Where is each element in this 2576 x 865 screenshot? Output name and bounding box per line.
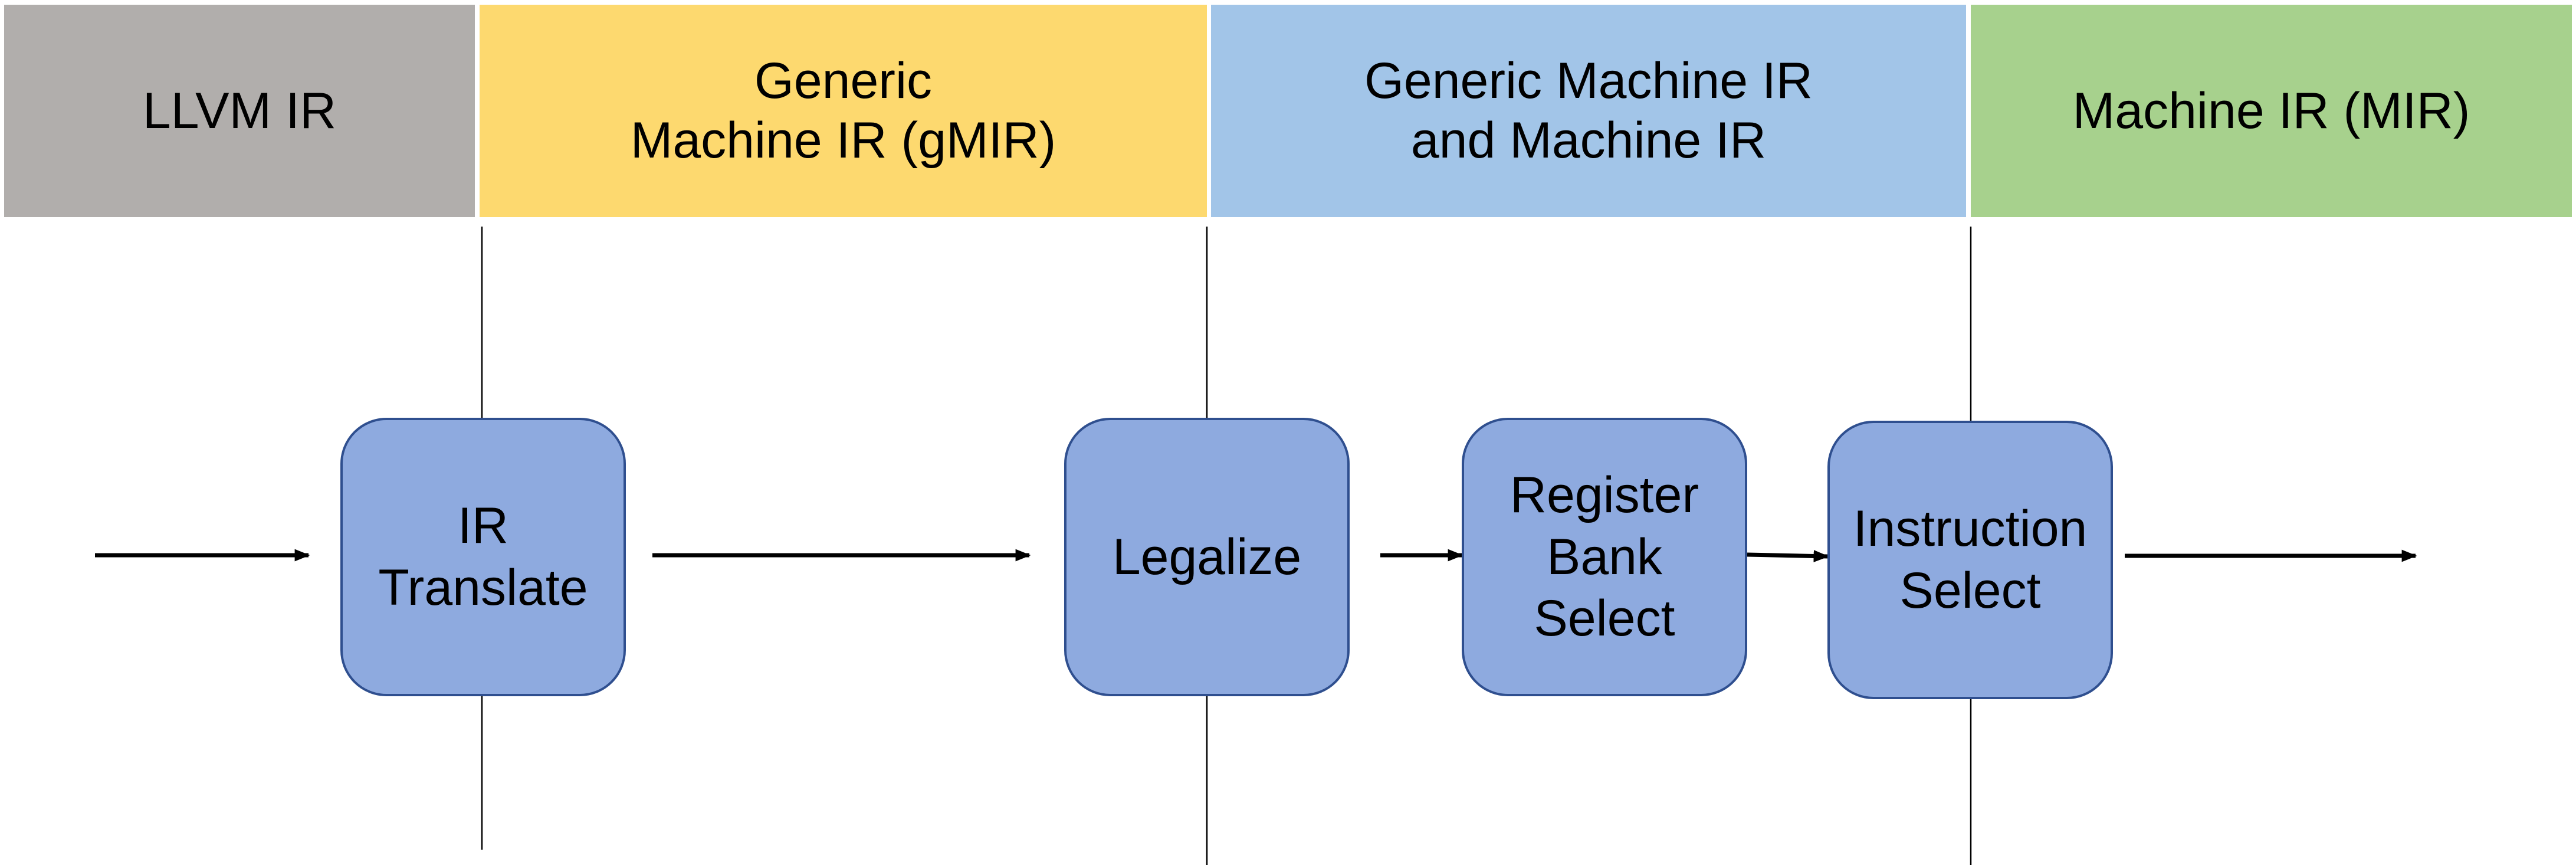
node-legalize: Legalize	[1064, 418, 1350, 696]
band-llvm-ir: LLVM IR	[4, 5, 475, 217]
node-ir-translate: IR Translate	[340, 418, 626, 696]
node-instruction-select: Instruction Select	[1827, 421, 2113, 699]
band-generic-and-machine-ir: Generic Machine IR and Machine IR	[1211, 5, 1966, 217]
band-generic-machine-ir: Generic Machine IR (gMIR)	[480, 5, 1207, 217]
arrow-regbank-to-instrselect	[1747, 550, 1829, 562]
node-register-bank-select: Register Bank Select	[1462, 418, 1747, 696]
band-machine-ir: Machine IR (MIR)	[1971, 5, 2572, 217]
